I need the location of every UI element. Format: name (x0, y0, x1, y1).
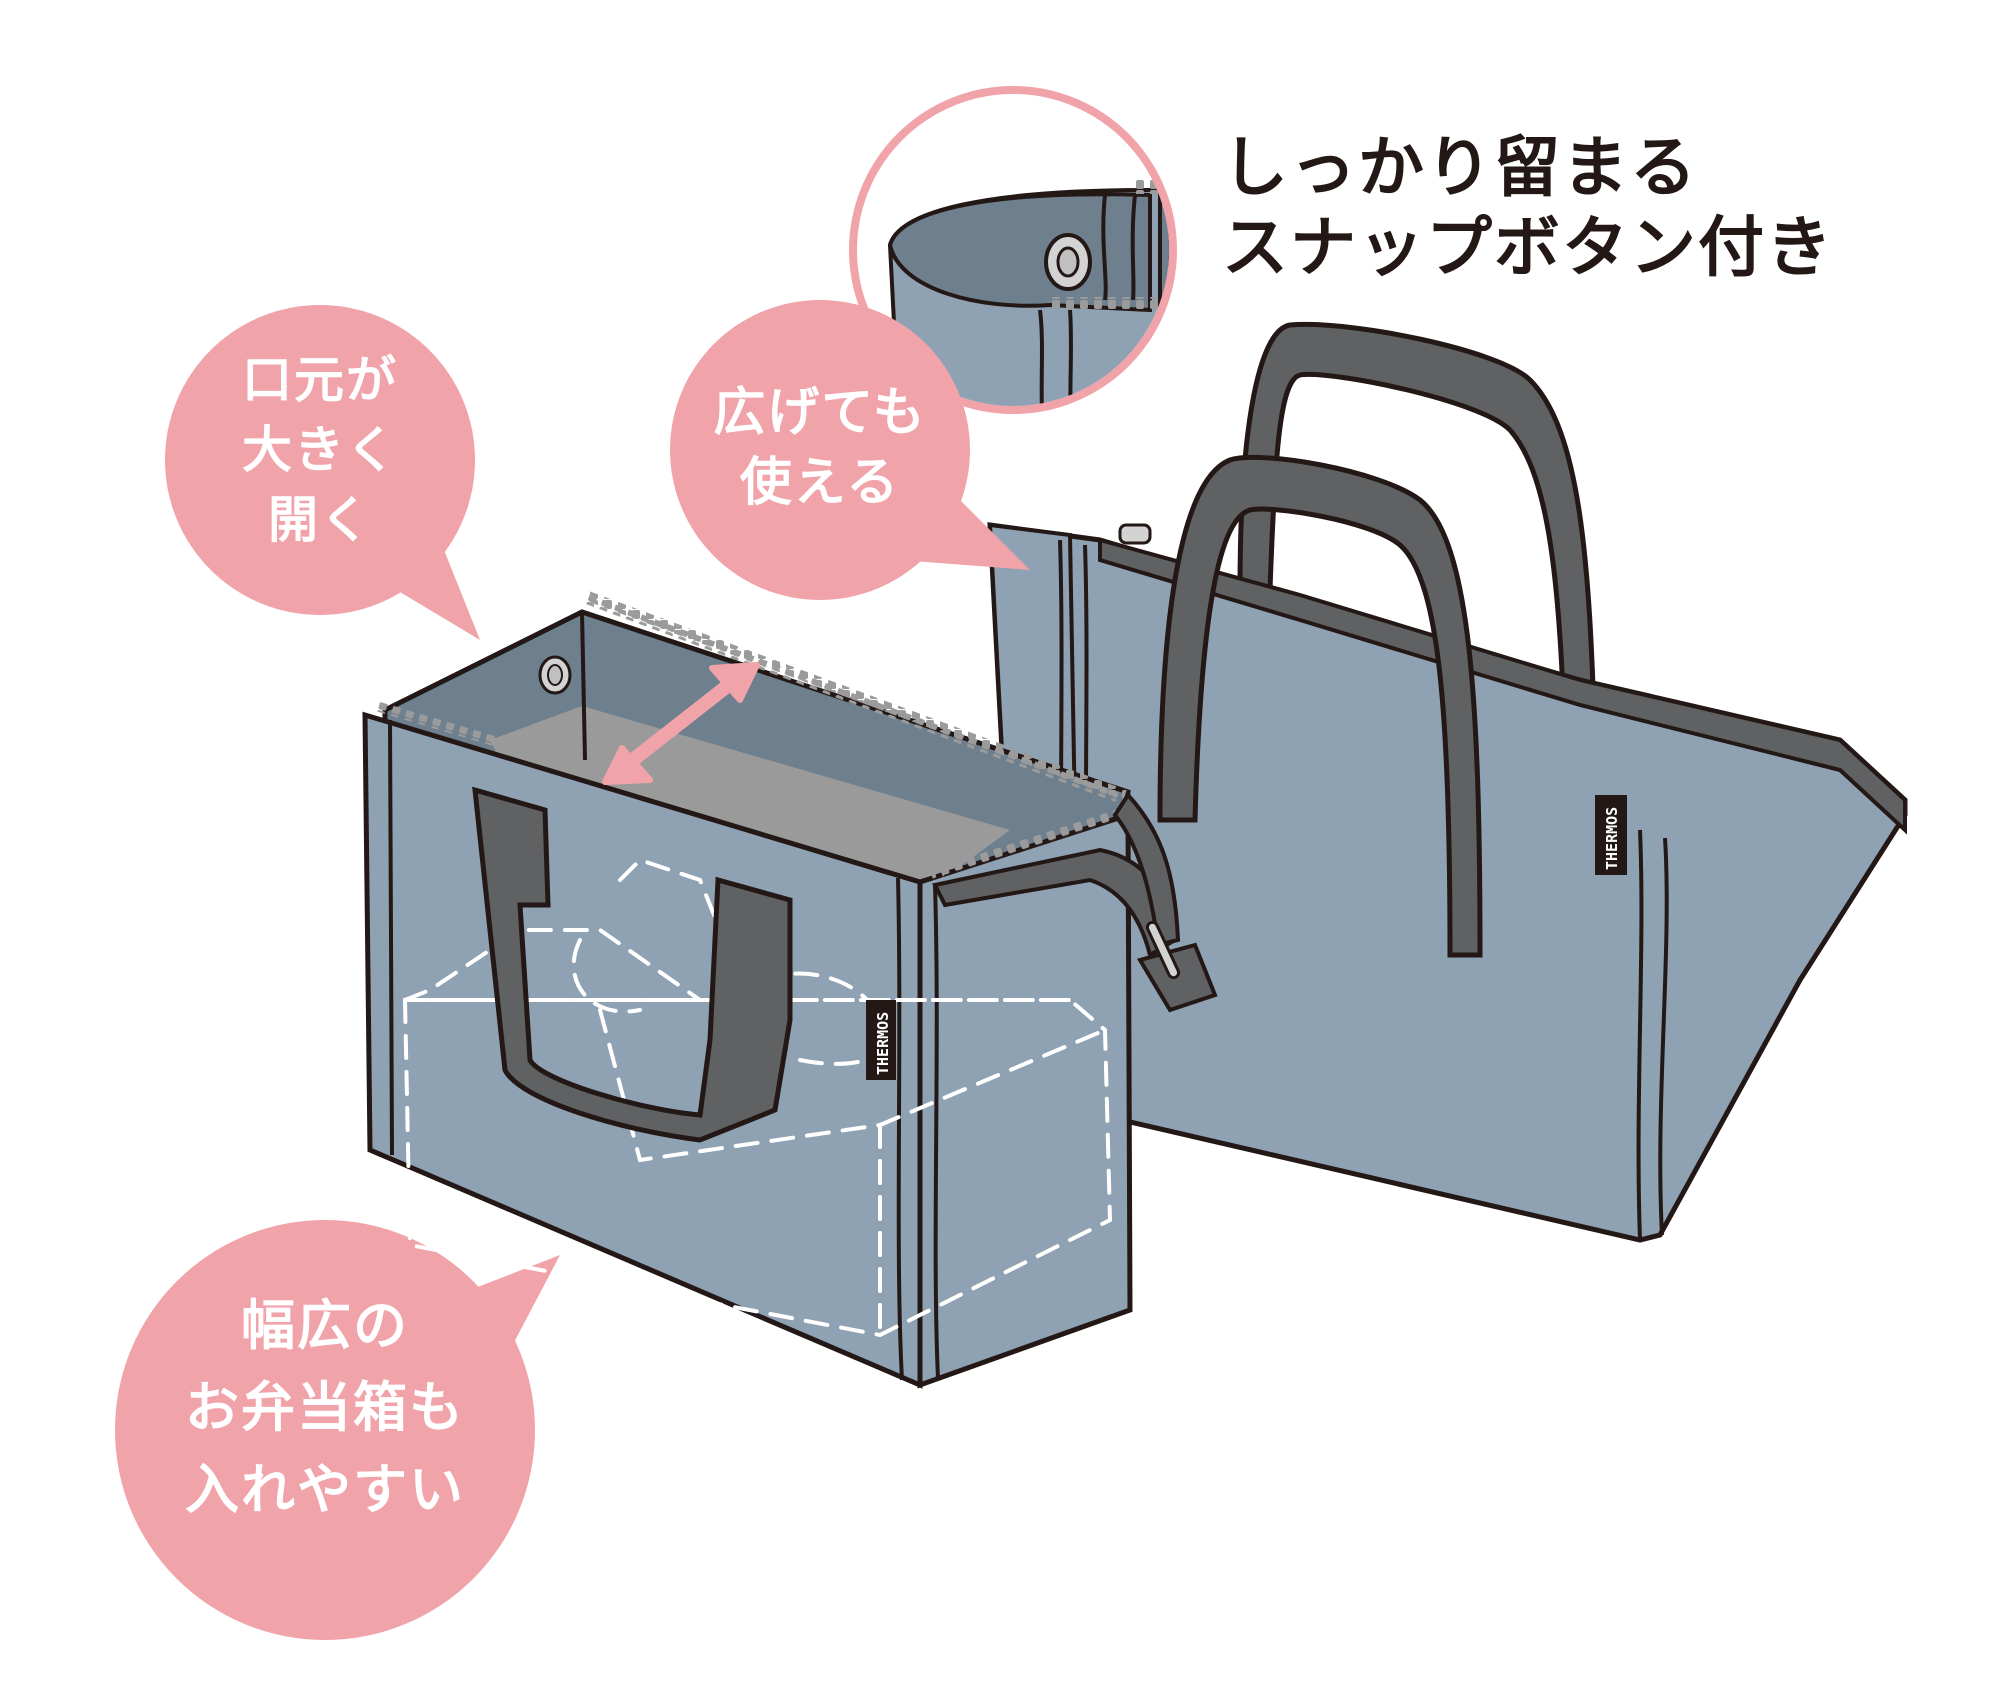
thermos-label-right: THERMOS (1603, 806, 1621, 870)
front-handle (472, 786, 793, 1143)
callout-usable-open: 広げても 使える (713, 383, 927, 513)
snap-button-headline: しっかり留まる スナップボタン付き (1222, 128, 1834, 288)
headline-line-1: しっかり留まる (1222, 129, 1698, 206)
thermos-label-left: THERMOS (874, 1011, 892, 1075)
zipper-band (1098, 537, 1907, 835)
snap-button-inset (849, 86, 1177, 414)
expand-arrow-icon (602, 662, 760, 785)
bubble-wide-lunchbox (115, 1220, 560, 1640)
bubble-usable-open (670, 300, 1030, 600)
bubble-wide-opening (165, 305, 480, 640)
zipper-pull-icon (1118, 523, 1152, 545)
open-lunch-bag (362, 590, 1218, 1389)
callout-wide-opening: 口元が 大きく 開く (242, 351, 398, 549)
thermos-tag-right (1595, 795, 1627, 875)
headline-line-2: スナップボタン付き (1222, 209, 1834, 286)
front-handle (1157, 454, 1483, 958)
thermos-tag-left (866, 1000, 896, 1080)
callout-wide-lunchbox: 幅広の お弁当箱も 入れやすい (185, 1294, 465, 1521)
